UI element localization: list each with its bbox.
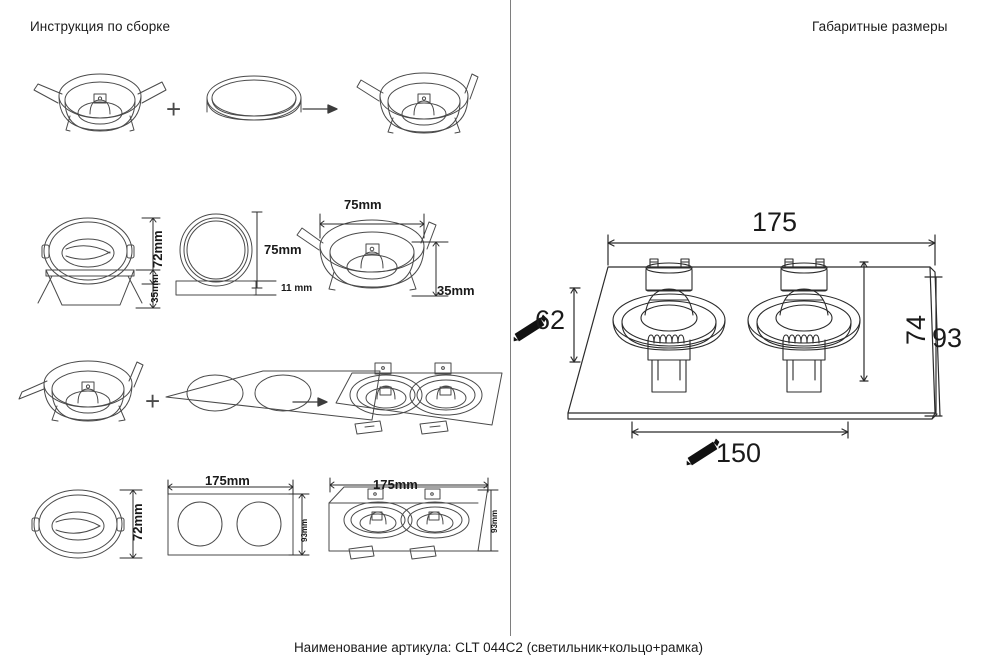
- iso-dim-label-93: 93: [932, 323, 963, 353]
- arrow-row1: [302, 104, 338, 114]
- dim-label-175mm-frame: 175mm: [205, 473, 250, 488]
- dim-label-35mm-assembled: 35mm: [437, 283, 475, 298]
- row1-ring: [206, 75, 302, 121]
- row2-ring-side-view: [175, 280, 257, 296]
- plus-symbol-row3: +: [145, 386, 161, 416]
- dim-75mm-assembled: [319, 213, 425, 239]
- iso-dim-label-150: 150: [716, 438, 762, 468]
- dim-label-93mm-assembled-double: 93mm: [490, 509, 499, 533]
- row3-assembled-double: [335, 362, 503, 435]
- arrow-row3: [292, 397, 328, 407]
- iso-dim-62: [569, 287, 581, 363]
- dim-label-93mm-frame: 93mm: [300, 518, 309, 542]
- iso-dim-label-62: 62: [535, 305, 566, 335]
- iso-dim-150: [631, 421, 849, 439]
- iso-dim-label-74: 74: [901, 314, 931, 345]
- dim-label-72mm-single: 72mm: [150, 230, 165, 268]
- row4-frame-top-view: [167, 493, 294, 556]
- dim-11mm-ring: [253, 280, 277, 296]
- iso-dim-74: [859, 261, 869, 382]
- row2-fixture-side-view: [37, 269, 143, 306]
- row4-assembled-double-iso: [328, 486, 489, 560]
- iso-dim-175: [607, 234, 936, 266]
- row2-fixture-top-view: [41, 217, 135, 285]
- dim-label-72mm-double: 72mm: [130, 503, 145, 541]
- dim-label-75mm-ring: 75mm: [264, 242, 302, 257]
- row4-fixture-top-view: [31, 489, 125, 559]
- left-panel-title: Инструкция по сборке: [30, 19, 171, 34]
- row3-fixture: [18, 360, 144, 422]
- iso-lamp-left: [612, 258, 726, 393]
- row3-frame-plate: [165, 370, 381, 421]
- dim-label-75mm-assembled: 75mm: [344, 197, 382, 212]
- dim-label-175mm-assembled-double: 175mm: [373, 477, 418, 492]
- row1-fixture: [33, 73, 167, 132]
- dim-label-35mm-single: 35mm: [150, 274, 161, 303]
- row2-assembled: [296, 219, 437, 291]
- panel-divider: [510, 0, 511, 636]
- iso-frame-body: [567, 266, 941, 420]
- right-panel-title: Габаритные размеры: [812, 19, 948, 34]
- dim-75mm-ring: [251, 211, 263, 289]
- row1-assembled: [356, 72, 479, 134]
- dim-label-11mm-ring: 11 mm: [281, 283, 313, 294]
- iso-lamp-right: [747, 258, 861, 393]
- plus-symbol-row1: +: [166, 94, 182, 124]
- iso-dim-label-175: 175: [752, 207, 798, 237]
- saw-icon-150-group: [686, 438, 720, 466]
- row2-ring-top-view: [179, 213, 253, 287]
- article-caption: Наименование артикула: CLT 044C2 (светил…: [293, 640, 704, 655]
